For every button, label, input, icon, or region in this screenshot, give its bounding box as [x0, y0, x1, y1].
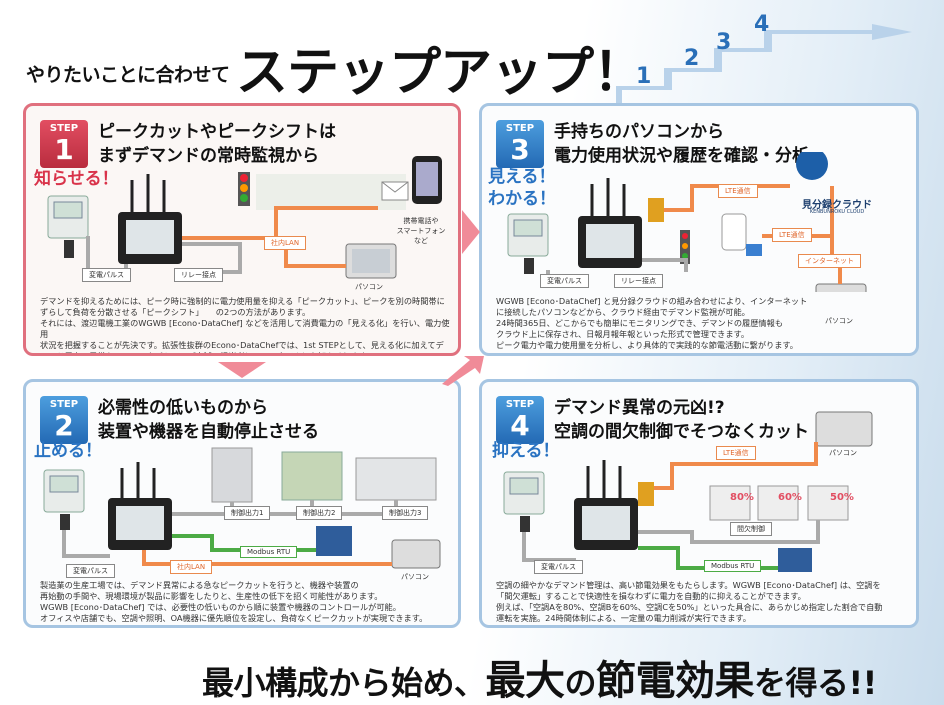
- header: やりたいことに合わせて ステップアップ！ 1 2 3 4: [0, 0, 944, 106]
- step-2-description: 製造業の生産工場では、デマンド異常による急なピークカットを行うと、機器や装置の …: [40, 580, 428, 623]
- step-number: 2: [54, 409, 74, 442]
- step-1-title: ピークカットやピークシフトは まずデマンドの常時監視から: [98, 122, 336, 166]
- step-2-title: 必需性の低いものから 装置や機器を自動停止させる: [98, 398, 319, 442]
- tag-lan: 社内LAN: [170, 560, 213, 574]
- tag-control-3: 制御出力3: [382, 506, 429, 520]
- arrow-step1-to-step4: [442, 356, 484, 386]
- aircon-c-percent: 50%: [830, 492, 854, 503]
- tag-relay: リレー接点: [614, 274, 663, 288]
- tag-pulse: 変電パルス: [82, 268, 131, 282]
- tag-internet: インターネット: [798, 254, 861, 268]
- step-1-diagram: [47, 156, 442, 279]
- step-3-catch: 見える！ わかる！: [488, 167, 556, 209]
- sim-icon: [648, 198, 664, 222]
- step-number: 4: [510, 409, 530, 442]
- step-2-card: STEP 2 必需性の低いものから 装置や機器を自動停止させる 止める！ 制御出…: [23, 379, 461, 628]
- tag-control-1: 制御出力1: [224, 506, 271, 520]
- pc-note: パソコン: [355, 283, 383, 291]
- step-2-badge: STEP 2: [40, 396, 88, 444]
- tag-intermittent: 間欠制御: [730, 522, 772, 536]
- step-4-description: 空調の細やかなデマンド管理は、高い節電効果をもたらします。WGWB [Econo…: [496, 580, 883, 623]
- pc-note: パソコン: [829, 449, 857, 457]
- tag-relay: リレー接点: [174, 268, 223, 282]
- cloud-logo-icon: [796, 152, 828, 180]
- step-1-description: デマンドを抑えるためには、ピーク時に強制的に電力使用量を抑える「ピークカット」、…: [40, 296, 450, 356]
- tag-lte-1: LTE通信: [718, 184, 758, 198]
- tag-lan: 社内LAN: [264, 236, 307, 250]
- step-3-title: 手持ちのパソコンから 電力使用状況や履歴を確認・分析: [554, 122, 809, 166]
- step-3-description: WGWB [Econo･DataChef] と見分録クラウドの組み合わせにより、…: [496, 296, 808, 350]
- step-4-badge: STEP 4: [496, 396, 544, 444]
- stairs-graphic: [616, 24, 912, 106]
- control-unit-icon: [778, 548, 812, 572]
- tag-pulse: 変電パルス: [534, 560, 583, 574]
- pc-icon: [815, 411, 873, 447]
- step-4-title: デマンド異常の元凶!? 空調の間欠制御でそつなくカット: [554, 398, 809, 442]
- footer-part-4: 節電効果: [596, 658, 755, 704]
- step-label: STEP: [49, 399, 79, 410]
- aircon-b-icon: [757, 485, 799, 521]
- stair-number-1: 1: [636, 64, 652, 89]
- step-4-catch: 抑える！: [492, 441, 560, 461]
- tag-modbus: Modbus RTU: [704, 560, 762, 572]
- page-title: ステップアップ！: [236, 43, 645, 103]
- step-3-badge: STEP 3: [496, 120, 544, 168]
- tag-modbus: Modbus RTU: [240, 546, 298, 558]
- step-number: 3: [510, 133, 530, 166]
- aircon-c-icon: [807, 485, 849, 521]
- sensor-icon: [64, 240, 74, 258]
- tag-lte: LTE通信: [716, 446, 756, 460]
- tag-pulse: 変電パルス: [540, 274, 589, 288]
- cloud-logo-name: 見分録クラウド: [802, 200, 872, 211]
- step-4-diagram: [503, 411, 873, 572]
- step-3-card: STEP 3 手持ちのパソコンから 電力使用状況や履歴を確認・分析 見える！ わ…: [479, 103, 919, 356]
- step-2-catch: 止める！: [34, 441, 102, 461]
- footer-part-5: を得る!!: [754, 664, 877, 702]
- footer-part-1: 最小構成から始め、: [202, 664, 486, 702]
- tag-pulse: 変電パルス: [66, 564, 115, 578]
- footer-part-3: の: [564, 664, 597, 702]
- sensor-icon: [60, 514, 70, 530]
- step-number: 1: [54, 133, 74, 166]
- pc-note: パソコン: [825, 317, 853, 325]
- stair-number-3: 3: [716, 30, 732, 55]
- footer-tagline: 最小構成から始め、最大の節電効果を得る!!: [202, 648, 877, 705]
- machine-icon: [211, 447, 253, 503]
- pc-icon: [815, 283, 867, 292]
- step-label: STEP: [505, 123, 535, 134]
- pc-icon: [391, 539, 441, 569]
- aircon-b-percent: 60%: [778, 492, 802, 503]
- aircon-a-percent: 80%: [730, 492, 754, 503]
- footer-part-2: 最大: [485, 658, 566, 704]
- pc-note: パソコン: [401, 573, 429, 581]
- step-1-badge: STEP 1: [40, 120, 88, 168]
- tag-control-2: 制御出力2: [296, 506, 343, 520]
- step-3-diagram: [507, 152, 867, 292]
- step-label: STEP: [49, 123, 79, 134]
- mail-icon: [746, 244, 762, 256]
- tag-lte-2: LTE通信: [772, 228, 812, 242]
- arrow-step1-to-step2: [218, 362, 266, 378]
- step-1-catch: 知らせる！: [34, 169, 119, 189]
- control-unit-icon: [316, 526, 352, 556]
- step-1-card: STEP 1 ピークカットやピークシフトは まずデマンドの常時監視から 知らせる…: [23, 103, 461, 356]
- arrow-step1-to-step3: [462, 210, 480, 254]
- sensor-icon: [520, 516, 530, 532]
- phone-note: 携帯電話や スマートフォン など: [396, 217, 446, 245]
- hvac-unit-icon: [355, 457, 437, 501]
- stair-number-4: 4: [754, 12, 770, 37]
- header-lead: やりたいことに合わせて: [26, 64, 230, 86]
- sim-icon: [638, 482, 654, 506]
- smartphone-icon: [721, 213, 747, 251]
- aircon-a-icon: [709, 485, 751, 521]
- step-4-card: STEP 4 デマンド異常の元凶!? 空調の間欠制御でそつなくカット 抑える！ …: [479, 379, 919, 628]
- stair-number-2: 2: [684, 46, 700, 71]
- equipment-icon: [281, 451, 343, 501]
- step-label: STEP: [505, 399, 535, 410]
- cloud-logo-sub: KENBUNROKU CLOUD: [809, 209, 865, 215]
- sensor-icon: [524, 258, 534, 274]
